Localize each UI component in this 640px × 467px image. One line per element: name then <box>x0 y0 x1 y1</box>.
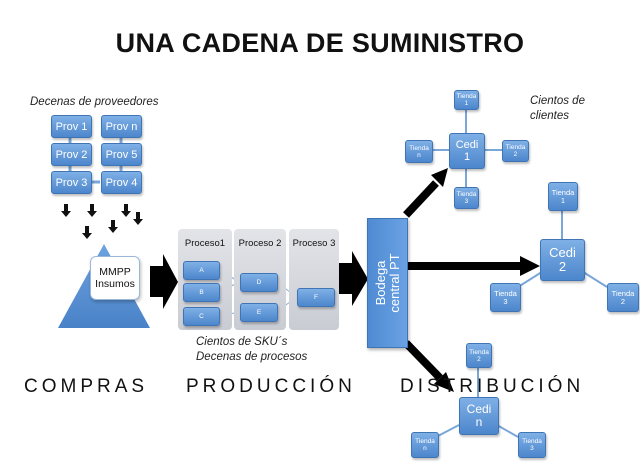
tienda-number: n <box>417 151 421 159</box>
tienda-number: 1 <box>464 100 469 107</box>
tienda-label: Tienda <box>505 144 526 151</box>
sku-note-line2: Decenas de procesos <box>196 351 308 363</box>
process-node: F <box>297 288 335 307</box>
provider-box: Prov 5 <box>101 143 142 166</box>
section-distribucion: DISTRIBUCIÓN <box>400 376 585 397</box>
provider-box: Prov 2 <box>51 143 92 166</box>
process-node: C <box>183 307 220 326</box>
tienda-number: 3 <box>530 445 534 452</box>
process-header: Proceso 3 <box>292 238 336 249</box>
tienda-number: 2 <box>620 296 626 306</box>
block-arrow-icon <box>338 251 368 306</box>
provider-box: Prov 4 <box>101 171 142 194</box>
bodega-label: Bodega central PT <box>372 253 402 313</box>
tienda-label: Tienda <box>456 93 477 100</box>
down-arrow-icon <box>108 220 118 233</box>
bodega-central: Bodega central PT <box>367 218 408 348</box>
tienda-number: 1 <box>560 195 566 205</box>
tienda-number: n <box>423 445 427 452</box>
tienda-label: Tienda <box>415 438 435 445</box>
sku-note-line1: Cientos de SKU´s <box>196 336 288 348</box>
cedi-n-line2: n <box>475 415 483 429</box>
tienda-label: Tienda <box>611 288 635 298</box>
cedi-1-line2: 1 <box>463 151 471 163</box>
tienda-label: Tienda <box>551 187 575 197</box>
mmpp-line2: Insumos <box>95 278 135 290</box>
arrow-head-icon <box>434 372 454 392</box>
down-arrow-icon <box>121 204 131 217</box>
providers-note: Decenas de proveedores <box>30 96 159 108</box>
tienda-label: Tienda <box>494 288 517 298</box>
page-title: UNA CADENA DE SUMINISTRO <box>115 28 525 58</box>
tienda-label: Tienda <box>456 191 477 198</box>
down-arrow-icon <box>87 204 97 217</box>
cedi-2-line1: Cedi <box>549 245 576 260</box>
cedi-2-line2: 2 <box>558 259 567 274</box>
down-arrow-icon <box>61 204 71 217</box>
down-arrows <box>61 204 143 239</box>
sku-note: Cientos de SKU´s Decenas de procesos <box>196 335 307 365</box>
provider-box: Prov n <box>101 115 142 138</box>
block-arrow-icon <box>150 254 178 309</box>
mmpp-box: MMPP Insumos <box>90 256 140 300</box>
arrow-head-icon <box>431 168 448 187</box>
provider-box: Prov 3 <box>51 171 92 194</box>
provider-box: Prov 1 <box>51 115 92 138</box>
down-arrow-icon <box>133 212 143 225</box>
tienda-number: 3 <box>464 198 469 205</box>
provider-connectors <box>68 137 123 184</box>
cedi-n-line1: Cedi <box>466 402 492 416</box>
tienda-number: 3 <box>503 296 508 306</box>
arrow-head-icon <box>520 256 540 276</box>
tienda-label: Tienda <box>409 144 429 152</box>
section-produccion: PRODUCCIÓN <box>186 376 356 397</box>
bodega-line2: central PT <box>386 253 402 313</box>
bodega-line1: Bodega <box>372 260 388 306</box>
process-node: E <box>240 303 278 322</box>
process-header: Proceso1 <box>184 238 226 249</box>
down-arrow-icon <box>82 226 92 239</box>
tienda-number: 2 <box>477 355 481 363</box>
process-node: B <box>183 283 220 302</box>
clients-note: Cientos de clientes <box>530 94 585 124</box>
clients-note-line2: clientes <box>530 110 569 122</box>
mmpp-line1: MMPP <box>99 266 131 278</box>
tienda-label: Tienda <box>522 438 542 445</box>
tienda-number: 2 <box>513 151 518 158</box>
process-node: D <box>240 273 278 292</box>
process-header: Proceso 2 <box>238 238 282 249</box>
clients-note-line1: Cientos de <box>530 95 585 107</box>
process-node: A <box>183 261 220 280</box>
section-compras: COMPRAS <box>24 376 149 397</box>
cedi-1-line1: Cedi <box>455 139 479 151</box>
distribution-arrows <box>403 168 540 392</box>
tienda-connectors <box>431 108 608 438</box>
process-panel <box>289 229 339 330</box>
tienda-label: Tienda <box>469 348 489 356</box>
